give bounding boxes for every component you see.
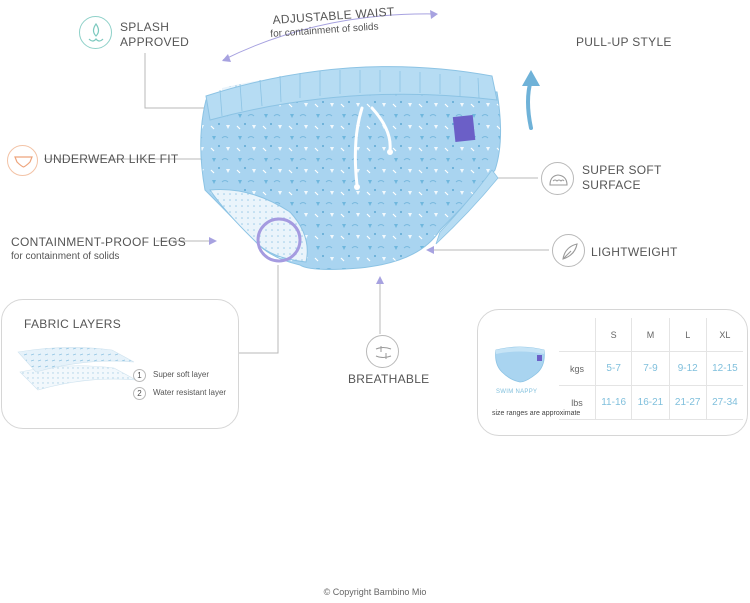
unit-kgs: kgs (559, 351, 596, 386)
kgs-xl: 12-15 (705, 351, 743, 386)
soft-surface-icon (541, 162, 574, 195)
size-header-xl: XL (705, 318, 743, 352)
underwear-label: UNDERWEAR LIKE FIT (44, 152, 179, 166)
legs-label: CONTAINMENT-PROOF LEGS (11, 235, 187, 249)
underwear-icon (7, 145, 38, 176)
lbs-l: 21-27 (668, 385, 707, 420)
soft-label-line2: SURFACE (582, 178, 641, 192)
size-header-unit (559, 318, 596, 352)
lbs-m: 16-21 (631, 385, 670, 420)
lbs-xl: 27-34 (705, 385, 743, 420)
fabric-layers-illustration (17, 347, 137, 391)
layer-2-name: Water resistant layer (153, 388, 227, 397)
fabric-layers-title: FABRIC LAYERS (24, 317, 122, 331)
fabric-layers-panel: FABRIC LAYERS 1 Super soft layer 2 Water… (1, 299, 239, 429)
size-table: S M L XL kgs 5-7 7-9 9-12 12-15 lbs 11-1… (559, 318, 743, 420)
soft-label-line1: SUPER SOFT (582, 163, 662, 177)
splash-icon (79, 16, 112, 49)
feather-icon (552, 234, 585, 267)
pullup-label: PULL-UP STYLE (576, 35, 672, 49)
mini-nappy-icon (495, 346, 545, 383)
breathable-icon (366, 335, 399, 368)
size-note: size ranges are approximate (492, 410, 581, 417)
copyright-footer: © Copyright Bambino Mio (323, 587, 427, 597)
breathable-label: BREATHABLE (348, 372, 430, 386)
kgs-m: 7-9 (631, 351, 670, 386)
size-chart-panel: SWIM NAPPY S M L XL kgs 5-7 7-9 9-12 12-… (477, 309, 748, 436)
swim-nappy-label: SWIM NAPPY (496, 389, 538, 395)
splash-label-line1: SPLASH (120, 20, 170, 34)
layer-1-number: 1 (133, 369, 146, 382)
splash-label-line2: APPROVED (120, 35, 190, 49)
legs-sublabel: for containment of solids (11, 251, 120, 262)
layer-1-name: Super soft layer (153, 370, 210, 379)
unit-lbs: lbs (559, 385, 596, 420)
kgs-l: 9-12 (668, 351, 707, 386)
size-header-m: M (631, 318, 670, 352)
kgs-s: 5-7 (594, 351, 633, 386)
size-header-s: S (594, 318, 633, 352)
lightweight-label: LIGHTWEIGHT (591, 245, 678, 259)
size-header-l: L (668, 318, 707, 352)
lbs-s: 11-16 (594, 385, 633, 420)
layer-2-number: 2 (133, 387, 146, 400)
